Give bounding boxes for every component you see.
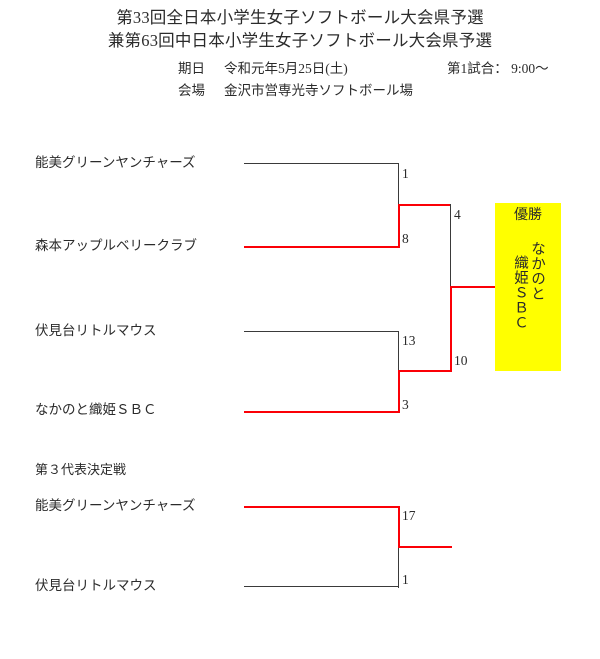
bracket-connector-r1m1-upper: [398, 163, 399, 205]
bracket-connector-r1m1-lower: [398, 204, 400, 248]
bracket-score-r1m2-top: 13: [402, 333, 416, 348]
bracket-score-r1m1-top: 1: [402, 166, 409, 181]
first-game-time: 第1試合： 9:00〜: [447, 61, 549, 76]
bracket-score-final-bottom: 10: [454, 353, 468, 368]
bracket-team-nomi: 能美グリーンヤンチャーズ: [35, 155, 196, 170]
playoff-connector-lower: [398, 546, 399, 588]
bracket-connector-final-upper: [450, 204, 451, 288]
bracket-score-final-top: 4: [454, 207, 461, 222]
playoff-line-top: [244, 506, 399, 508]
event-venue-label: 会場: [178, 83, 205, 98]
bracket-line-champion-feed: [450, 286, 498, 288]
event-venue-value: 金沢市営専光寺ソフトボール場: [224, 83, 413, 98]
bracket-team-nakanoto: なかのと織姫ＳＢＣ: [35, 402, 157, 417]
playoff-team-top: 能美グリーンヤンチャーズ: [35, 498, 196, 513]
bracket-team-morimoto: 森本アップルベリークラブ: [35, 238, 197, 253]
event-meta: 期日 令和元年5月25日(土) 会場 金沢市営専光寺ソフトボール場: [178, 58, 413, 102]
bracket-score-r1m2-bottom: 3: [402, 397, 409, 412]
event-date-row: 期日 令和元年5月25日(土): [178, 58, 413, 80]
bracket-line-r1m2-top: [244, 331, 399, 332]
playoff-score-bottom: 1: [402, 572, 409, 587]
champion-title-label: 優勝: [514, 208, 542, 223]
event-venue-row: 会場 金沢市営専光寺ソフトボール場: [178, 80, 413, 102]
playoff-line-bottom: [244, 586, 399, 587]
bracket-line-final-top: [398, 204, 451, 206]
playoff-score-top: 17: [402, 508, 416, 523]
bracket-line-final-bottom: [398, 370, 451, 372]
event-date-label: 期日: [178, 61, 205, 76]
playoff-connector-upper: [398, 506, 400, 548]
bracket-line-r1m2-bottom: [244, 411, 399, 413]
bracket-score-r1m1-bottom: 8: [402, 231, 409, 246]
champion-name: なかのと 織姫ＳＢＣ: [495, 241, 561, 367]
playoff-team-bottom: 伏見台リトルマウス: [35, 578, 157, 593]
title-line-primary: 第33回全日本小学生女子ソフトボール大会県予選: [116, 8, 484, 27]
event-date-value: 令和元年5月25日(土): [224, 61, 348, 76]
bracket-connector-r1m2-lower: [398, 370, 400, 413]
champion-name-column-right: なかのと: [529, 241, 545, 301]
bracket-team-fushimidai: 伏見台リトルマウス: [35, 323, 157, 338]
champion-box: 優勝 なかのと 織姫ＳＢＣ: [495, 203, 561, 371]
page-title: 第33回全日本小学生女子ソフトボール大会県予選 兼第63回中日本小学生女子ソフト…: [0, 6, 600, 52]
playoff-section-label: 第３代表決定戦: [35, 462, 127, 477]
bracket-line-r1m1-bottom: [244, 246, 399, 248]
title-line-secondary: 兼第63回中日本小学生女子ソフトボール大会県予選: [107, 31, 493, 50]
playoff-line-winner-out: [398, 546, 452, 548]
bracket-line-r1m1-top: [244, 163, 399, 164]
bracket-connector-final-lower: [450, 286, 452, 372]
champion-name-column-left: 織姫ＳＢＣ: [512, 255, 528, 330]
bracket-connector-r1m2-upper: [398, 331, 399, 371]
